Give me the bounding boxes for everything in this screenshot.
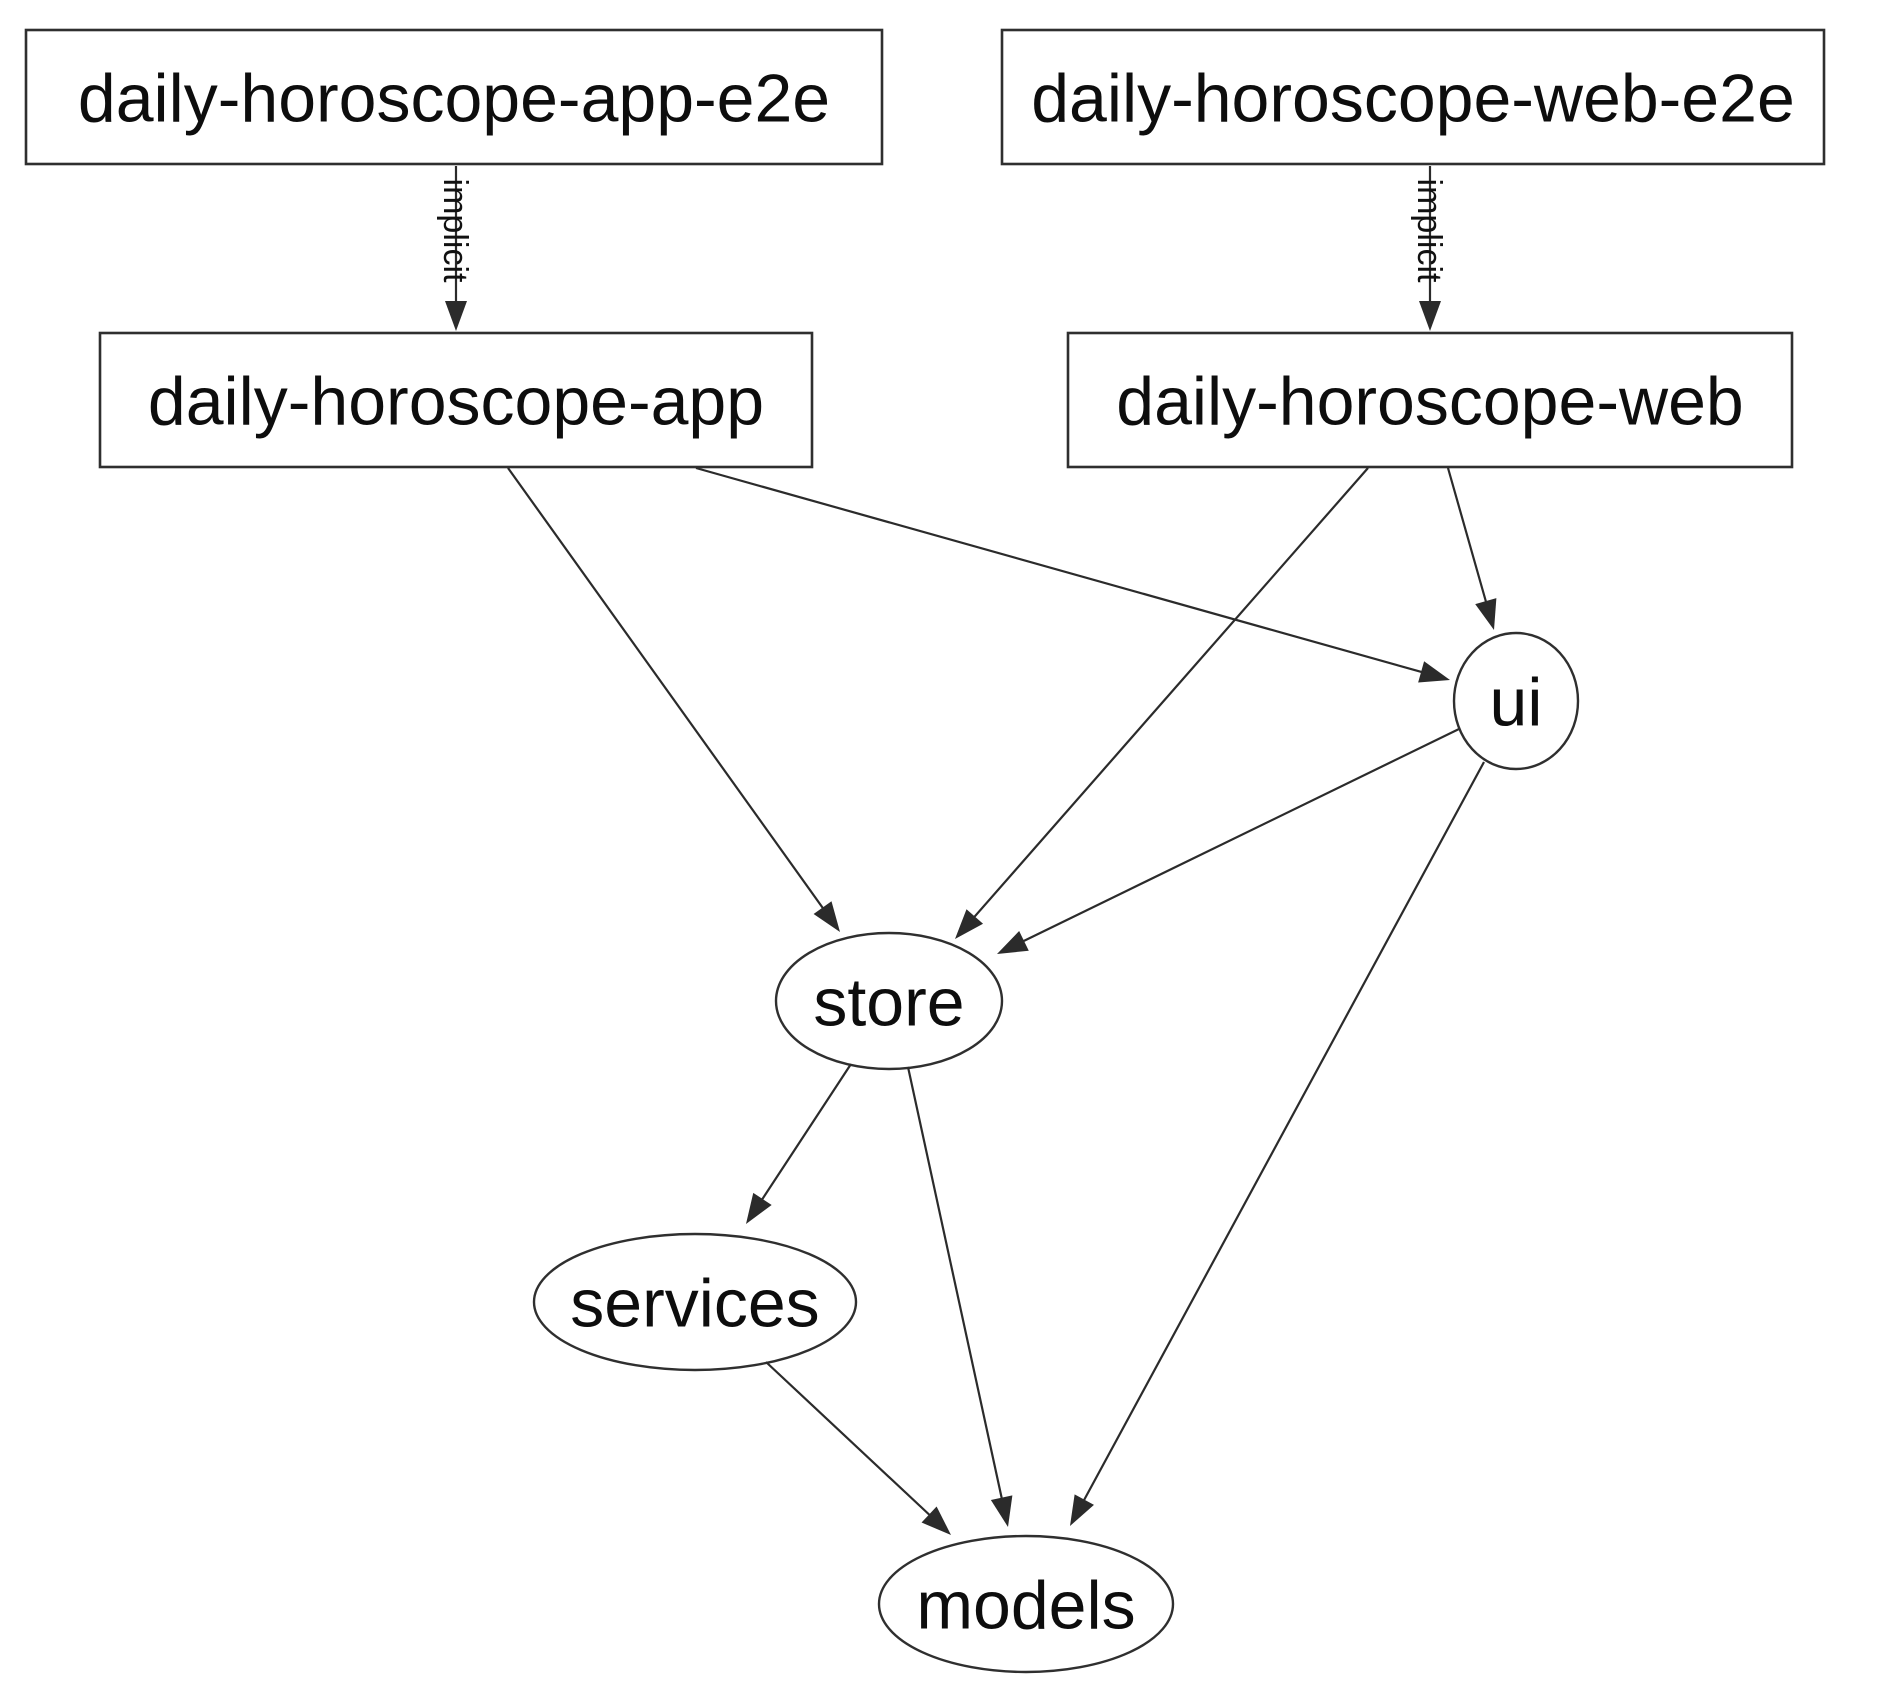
arrowhead [1475,598,1497,630]
graph-node-models: models [877,1534,1175,1674]
arrowhead [997,930,1029,954]
edge-line [759,1063,852,1203]
node-shape-daily-horoscope-app-e2e [24,28,884,166]
graph-edge-daily-horoscope-app-e2e--daily-horoscope-app: implicit [436,166,474,331]
graph-node-daily-horoscope-web-e2e: daily-horoscope-web-e2e [1000,28,1826,166]
arrowhead [746,1192,772,1224]
arrowhead [1418,661,1450,683]
node-shape-models [877,1534,1175,1674]
arrowhead [955,909,984,939]
edge-line [695,466,1426,675]
edge-line [906,1066,1004,1502]
graph-edge-daily-horoscope-web-e2e--daily-horoscope-web: implicit [1410,166,1448,331]
graph-node-ui: ui [1452,631,1580,771]
node-label-models: models [916,1567,1135,1643]
graph-node-store: store [774,931,1004,1071]
node-label-daily-horoscope-web: daily-horoscope-web [1116,363,1743,439]
arrowhead [813,901,840,932]
arrowhead [990,1495,1013,1527]
node-label-ui: ui [1490,664,1543,740]
graph-edge-daily-horoscope-app--store [507,467,840,932]
graph-edge-ui--models [1070,761,1485,1526]
node-shape-services [532,1232,858,1372]
edge-line [1446,467,1488,606]
graph-edge-daily-horoscope-web--ui [1446,467,1497,630]
edge-line [765,1361,933,1519]
edge-line [1081,761,1485,1504]
graph-node-services: services [532,1232,858,1372]
graph-node-daily-horoscope-web: daily-horoscope-web [1066,331,1794,469]
edge-line [1019,728,1460,944]
node-label-store: store [813,964,964,1040]
edge-line [971,467,1369,921]
graph-edge-daily-horoscope-app--ui [695,466,1450,683]
node-shape-daily-horoscope-web [1066,331,1794,469]
node-shape-store [774,931,1004,1071]
node-shape-daily-horoscope-web-e2e [1000,28,1826,166]
node-label-daily-horoscope-app-e2e: daily-horoscope-app-e2e [78,60,830,136]
graph-node-daily-horoscope-app: daily-horoscope-app [98,331,814,469]
graph-edge-daily-horoscope-web--store [955,467,1369,939]
node-shape-ui [1452,631,1580,771]
node-shape-daily-horoscope-app [98,331,814,469]
arrowhead [921,1506,951,1535]
node-label-daily-horoscope-web-e2e: daily-horoscope-web-e2e [1031,60,1795,136]
graph-edge-store--models [906,1066,1013,1527]
arrowhead [1070,1494,1094,1526]
node-label-services: services [570,1265,819,1341]
arrowhead [1419,301,1441,331]
edge-label: implicit [436,179,474,283]
node-label-daily-horoscope-app: daily-horoscope-app [148,363,764,439]
arrowhead [445,301,467,331]
edge-label: implicit [1410,179,1448,283]
graph-edge-services--models [765,1361,951,1535]
graph-node-daily-horoscope-app-e2e: daily-horoscope-app-e2e [24,28,884,166]
edge-line [507,467,826,912]
graph-edge-ui--store [997,728,1460,954]
graph-edge-store--services [746,1063,852,1224]
